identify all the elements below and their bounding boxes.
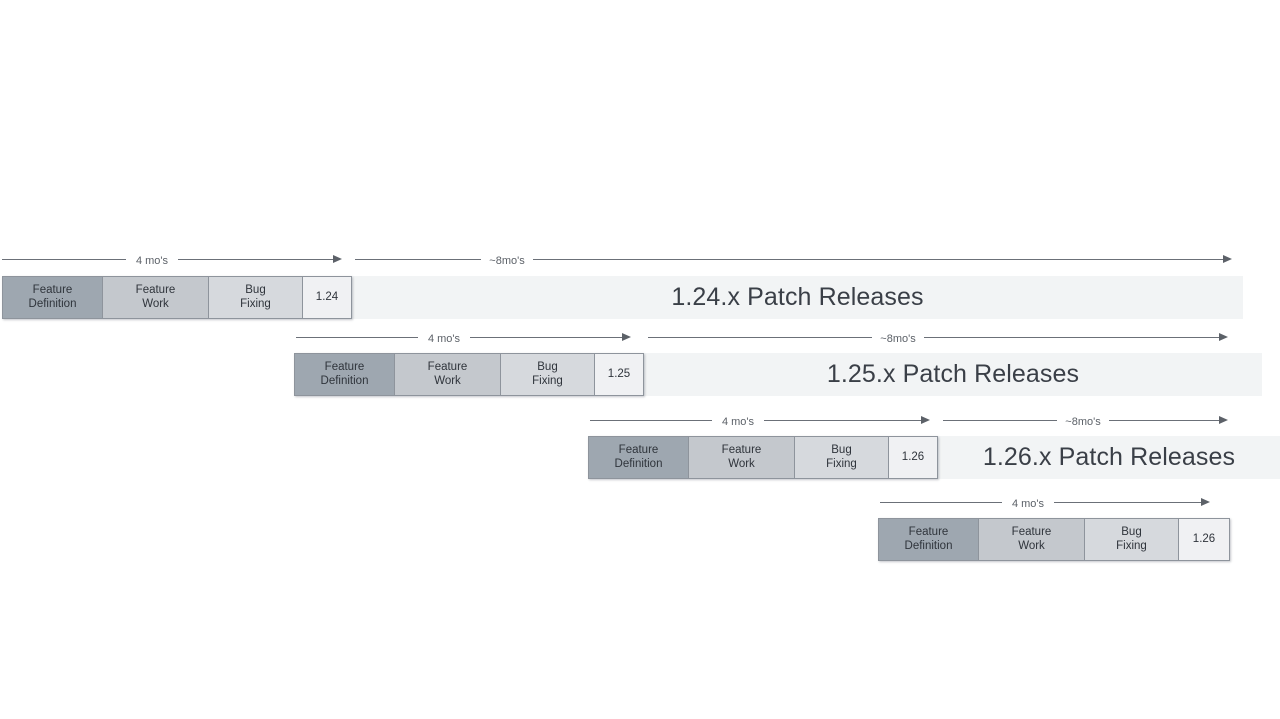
measure-line-right xyxy=(470,337,622,338)
measure-line-right xyxy=(533,259,1223,260)
measure-arrowhead xyxy=(622,332,631,341)
phase-cell-version-row-126-next: 1.26 xyxy=(1179,519,1229,560)
measure-arrow-dev-row-126: 4 mo's xyxy=(590,411,930,429)
phase-label-line-1: Feature xyxy=(908,525,949,538)
measure-arrowhead xyxy=(1201,497,1210,506)
measure-arrowhead xyxy=(1219,332,1228,341)
measure-label-patch: ~8mo's xyxy=(489,255,525,267)
measure-label-dev: 4 mo's xyxy=(721,416,755,428)
phase-label-line-2: Work xyxy=(142,297,169,310)
phase-label-line-2: Fixing xyxy=(826,457,857,470)
phase-label-line-2: Work xyxy=(728,457,755,470)
measure-label-dev: 4 mo's xyxy=(1011,498,1045,510)
measure-line-right xyxy=(178,259,333,260)
measure-line-left xyxy=(2,259,126,260)
measure-line-left xyxy=(943,420,1057,421)
measure-line-right xyxy=(1054,502,1201,503)
phase-label-line-1: Feature xyxy=(427,360,468,373)
version-label: 1.25 xyxy=(607,367,631,380)
phase-label-line-2: Work xyxy=(1018,539,1045,552)
phase-label-line-2: Fixing xyxy=(532,374,563,387)
measure-arrow-patch-row-125: ~8mo's xyxy=(648,328,1228,346)
phase-label-line-1: Feature xyxy=(1011,525,1052,538)
phase-label-line-1: Bug xyxy=(1121,525,1142,538)
measure-arrowhead xyxy=(1223,254,1232,263)
phase-label-line-1: Feature xyxy=(618,443,659,456)
measure-arrow-dev-row-125: 4 mo's xyxy=(296,328,631,346)
phase-label-line-1: Bug xyxy=(245,283,266,296)
measure-arrowhead xyxy=(921,415,930,424)
patch-release-band-row-126: 1.26.x Patch Releases xyxy=(938,436,1280,479)
phase-label-line-2: Work xyxy=(434,374,461,387)
measure-line-left xyxy=(880,502,1002,503)
phase-label-line-2: Definition xyxy=(320,374,369,387)
phase-label-line-1: Feature xyxy=(324,360,365,373)
measure-label-dev: 4 mo's xyxy=(427,333,461,345)
phase-label-line-1: Bug xyxy=(537,360,558,373)
patch-release-label: 1.25.x Patch Releases xyxy=(826,360,1080,388)
measure-line-right xyxy=(764,420,921,421)
phase-cell-version-row-125: 1.25 xyxy=(595,354,643,395)
patch-release-label: 1.26.x Patch Releases xyxy=(982,443,1236,471)
measure-line-left xyxy=(648,337,872,338)
patch-release-label: 1.24.x Patch Releases xyxy=(671,283,924,311)
measure-line-left xyxy=(355,259,481,260)
patch-release-band-row-124: 1.24.x Patch Releases xyxy=(352,276,1243,319)
measure-arrow-dev-row-124: 4 mo's xyxy=(2,250,342,268)
measure-arrowhead xyxy=(333,254,342,263)
patch-release-band-row-125: 1.25.x Patch Releases xyxy=(644,353,1262,396)
measure-line-right xyxy=(1109,420,1219,421)
phase-label-line-2: Definition xyxy=(28,297,77,310)
measure-arrow-patch-row-126: ~8mo's xyxy=(943,411,1228,429)
measure-arrow-dev-row-126-next: 4 mo's xyxy=(880,493,1210,511)
version-label: 1.26 xyxy=(901,450,925,463)
phase-label-line-1: Bug xyxy=(831,443,852,456)
version-label: 1.24 xyxy=(315,290,339,303)
measure-label-patch: ~8mo's xyxy=(1065,416,1101,428)
phase-cell-version-row-124: 1.24 xyxy=(303,277,351,318)
measure-label-dev: 4 mo's xyxy=(135,255,169,267)
phase-label-line-2: Definition xyxy=(614,457,663,470)
measure-arrow-patch-row-124: ~8mo's xyxy=(355,250,1232,268)
phase-label-line-2: Fixing xyxy=(1116,539,1147,552)
measure-line-left xyxy=(590,420,712,421)
measure-arrowhead xyxy=(1219,415,1228,424)
phase-label-line-1: Feature xyxy=(32,283,73,296)
measure-line-left xyxy=(296,337,418,338)
phase-label-line-1: Feature xyxy=(721,443,762,456)
measure-line-right xyxy=(924,337,1219,338)
phase-label-line-2: Fixing xyxy=(240,297,271,310)
phase-cell-version-row-126: 1.26 xyxy=(889,437,937,478)
phase-label-line-1: Feature xyxy=(135,283,176,296)
phase-label-line-2: Definition xyxy=(904,539,953,552)
version-label: 1.26 xyxy=(1192,532,1216,545)
measure-label-patch: ~8mo's xyxy=(880,333,916,345)
